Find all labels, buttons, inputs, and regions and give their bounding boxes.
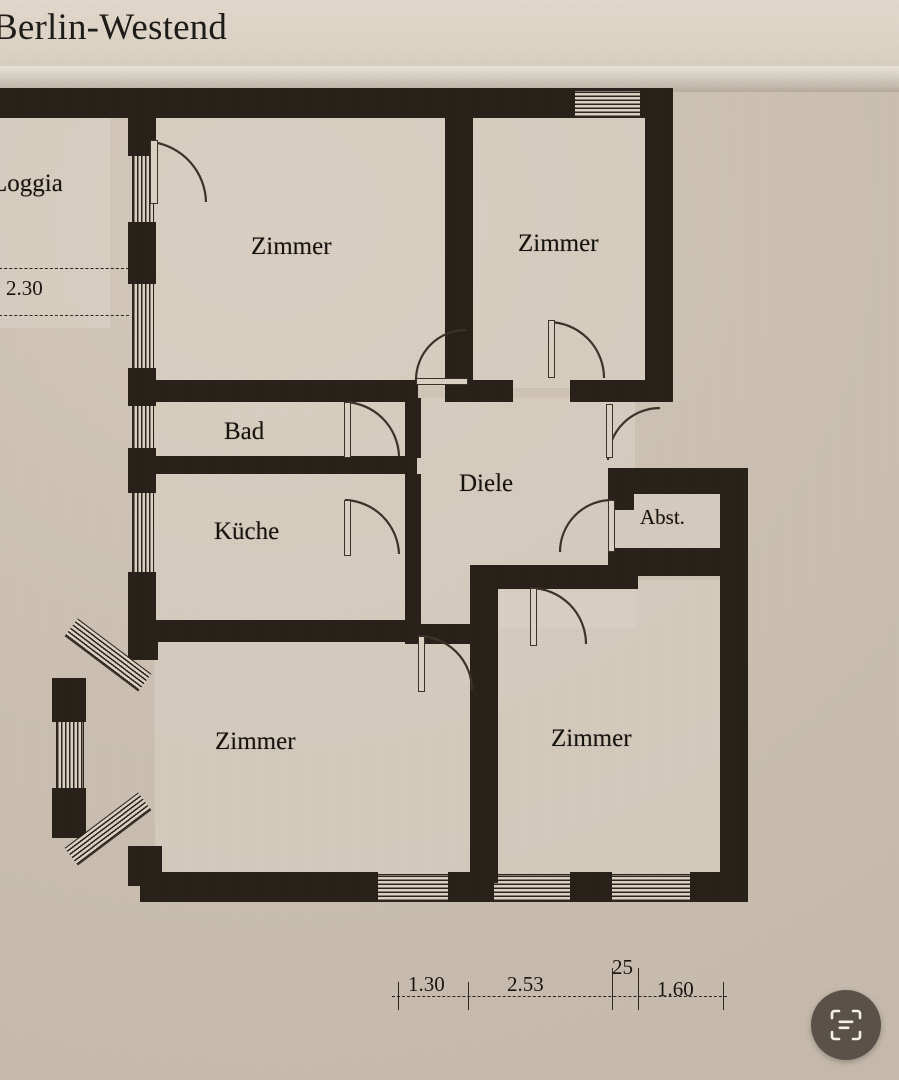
wall-bay-top-pier [128,620,158,660]
wall-exterior-right-lower [720,468,748,902]
wall-interior-diele-left-lower [405,474,421,624]
door-zimmer-top-right [546,320,610,382]
room-fill-kueche [155,470,413,628]
dimension-line-left-upper [0,268,129,269]
room-label-bad: Bad [224,418,265,445]
page-header-band [0,0,899,88]
window-left-kueche [132,493,154,572]
dimension-value-bottom-0: 1.30 [408,972,445,996]
wall-pier-bottom-2 [570,872,612,902]
window-top [575,90,640,118]
window-left-bad [132,406,154,448]
wall-exterior-bottom-left [140,872,378,902]
door-bad [343,400,413,464]
door-entry [606,406,664,464]
wall-pier-left-4 [128,448,156,493]
room-fill-zimmer-bottom-right [490,580,728,883]
room-label-abstellraum: Abst. [640,505,685,529]
wall-abst-top [630,468,748,494]
room-fill-zimmer-top-right [473,118,673,388]
wall-interior-bad-kueche [155,456,417,474]
door-loggia [148,140,228,220]
dimension-line-bottom [392,996,727,997]
room-fill-zimmer-bottom-left [155,628,470,883]
dimension-value-left: 2.30 [6,276,43,300]
dimension-tick-0 [398,982,399,1010]
wall-interior-zimmer-bad [128,380,418,402]
window-bottom-2 [494,874,570,902]
wall-pier-left-2 [128,222,156,284]
page-edge-shadow [0,66,899,92]
wall-interior-kueche-bottom [155,620,417,642]
dimension-tick-3 [638,968,639,1010]
wall-bay-west-pier-upper [52,678,86,722]
wall-diele-top-left [445,380,513,402]
door-kueche [343,498,413,562]
door-leaf-loggia [150,140,158,204]
room-label-loggia: Loggia [0,170,63,197]
room-label-zimmer-bottom-right: Zimmer [551,725,632,752]
door-leaf-kueche [344,500,351,556]
wall-interior-vertical-bottom [470,565,498,883]
door-leaf-zimmer-top-right [548,320,555,378]
wall-exterior-top [0,88,673,118]
room-label-zimmer-bottom-left: Zimmer [215,728,296,755]
window-bottom-3 [612,874,690,902]
window-left-zimmer [132,284,154,368]
room-label-diele: Diele [459,470,514,497]
live-text-scan-button[interactable] [811,990,881,1060]
door-leaf-zimmer-bottom-left [418,636,425,692]
door-leaf-entry [606,404,613,458]
room-fill-zimmer-top-left [155,118,473,386]
door-zimmer-top-left [414,328,478,390]
dimension-value-bottom-3: 1.60 [657,977,694,1001]
door-zimmer-bottom-right [529,586,592,648]
dimension-line-left-lower [0,315,129,316]
door-leaf-zimmer-top-left [416,378,468,385]
room-label-zimmer-top-right: Zimmer [518,230,599,257]
dimension-tick-4 [723,982,724,1010]
window-bottom-1 [378,874,448,902]
wall-bay-west-pier-lower [52,788,86,838]
dimension-value-bottom-2: 25 [612,955,633,979]
door-leaf-bad [344,402,351,458]
dimension-tick-1 [468,982,469,1010]
room-label-kueche: Küche [214,518,280,545]
door-zimmer-bottom-left [417,634,480,694]
wall-bottom-right-room-top [470,565,638,589]
wall-interior-vertical-top [445,88,473,388]
room-label-zimmer-top-left: Zimmer [251,233,332,260]
dimension-tick-2 [612,968,613,1010]
dimension-value-bottom-1: 2.53 [507,972,544,996]
wall-interior-diele-left-upper [405,398,421,458]
window-bay-west [56,722,84,788]
door-leaf-zimmer-bottom-right [530,588,537,646]
door-leaf-abstellraum [608,500,615,552]
page-title: Berlin-Westend [0,7,228,48]
door-abstellraum [558,498,620,556]
room-fill-loggia [0,118,110,328]
wall-exterior-right-upper [645,88,673,388]
wall-diele-top-right [570,380,673,402]
live-text-scan-icon [829,1008,863,1042]
